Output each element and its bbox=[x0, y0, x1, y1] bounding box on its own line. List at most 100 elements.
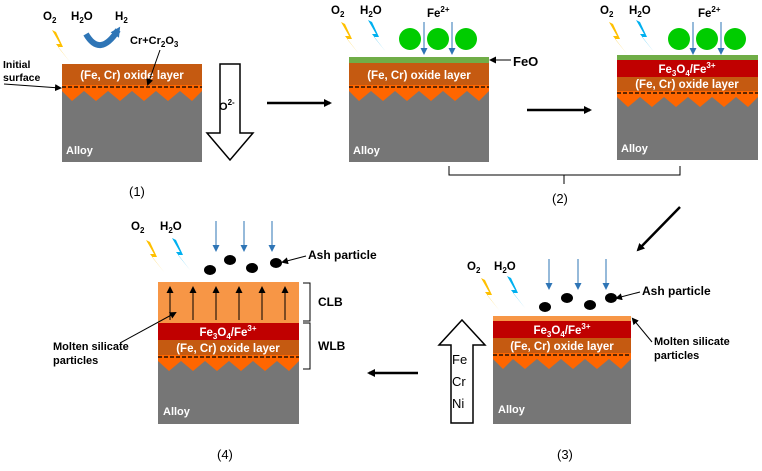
wlb-label: WLB bbox=[318, 339, 346, 353]
alloy-grain-notches bbox=[158, 355, 299, 371]
spinel-layer bbox=[158, 323, 299, 340]
hollow-arrow-icon bbox=[205, 63, 255, 162]
h2o-label: H2O bbox=[71, 11, 93, 25]
alloy-label: Alloy bbox=[498, 404, 526, 416]
ash-particle-icon bbox=[204, 265, 216, 275]
alloy-grain-notches bbox=[617, 91, 758, 107]
ash-particle-icon bbox=[246, 263, 258, 273]
lightning-bolt-icon bbox=[341, 22, 359, 54]
alloy-label: Alloy bbox=[353, 145, 381, 157]
o2-label: O2 bbox=[131, 221, 145, 235]
hollow-arrow-icon bbox=[437, 318, 487, 424]
cr-cr2o3-label: Cr+Cr2O3 bbox=[130, 35, 179, 49]
ash-pointer bbox=[281, 255, 307, 265]
arrow-icon bbox=[636, 206, 681, 252]
molten-silicate-label: Molten silicate particles bbox=[53, 341, 132, 367]
feo-layer bbox=[617, 55, 758, 60]
alloy-label: Alloy bbox=[621, 143, 649, 155]
initial-surface-pointer bbox=[3, 83, 62, 92]
deposit-layer bbox=[158, 282, 299, 323]
stage-2-bracket bbox=[448, 166, 681, 184]
circle-icon bbox=[427, 28, 449, 50]
lightning-bolt-icon bbox=[172, 238, 190, 270]
o2-label: O2 bbox=[43, 11, 57, 25]
deposit-layer bbox=[493, 316, 631, 321]
cr-element-label: Cr bbox=[452, 374, 466, 389]
stage-3-panel: Fe3O4/Fe3+ (Fe, Cr) oxide layer Alloy Mo… bbox=[437, 259, 733, 462]
fe2-label: Fe2+ bbox=[698, 5, 721, 20]
alloy-block bbox=[158, 355, 299, 424]
h2o-label: H2O bbox=[629, 5, 651, 19]
clb-bracket bbox=[303, 282, 311, 322]
lightning-bolt-icon bbox=[368, 20, 386, 52]
caption-3: (3) bbox=[557, 447, 573, 462]
alloy-label: Alloy bbox=[66, 145, 94, 157]
oxide-layer bbox=[493, 338, 631, 353]
alloy-block bbox=[617, 91, 758, 160]
clb-label: CLB bbox=[318, 295, 343, 309]
caption-2: (2) bbox=[552, 191, 568, 206]
feo-layer bbox=[349, 57, 489, 63]
spinel-layer bbox=[493, 321, 631, 338]
molten-pointer bbox=[119, 312, 177, 344]
caption-1: (1) bbox=[129, 184, 145, 199]
o2-label: O2 bbox=[600, 5, 614, 19]
fe2-label: Fe2+ bbox=[427, 5, 450, 20]
oxide-layer-label: (Fe, Cr) oxide layer bbox=[176, 343, 280, 355]
o2-label: O2 bbox=[467, 261, 481, 275]
alloy-block bbox=[493, 353, 631, 424]
spinel-label: Fe3O4/Fe3+ bbox=[533, 322, 590, 339]
oxide-layer bbox=[349, 63, 489, 85]
stage-1-panel: (Fe, Cr) oxide layer Alloy Initial surfa… bbox=[3, 11, 255, 199]
ash-particle-icon bbox=[270, 258, 282, 268]
ash-particle-label: Ash particle bbox=[642, 284, 711, 298]
lightning-bolt-icon bbox=[146, 240, 164, 272]
alloy-block bbox=[349, 85, 489, 162]
h2-label: H2 bbox=[115, 11, 128, 25]
ash-particle-icon bbox=[605, 293, 617, 303]
ash-particle-icon bbox=[224, 255, 236, 265]
molten-silicate-label: Molten silicate particles bbox=[654, 336, 733, 362]
oxide-layer-label: (Fe, Cr) oxide layer bbox=[510, 341, 614, 353]
cr-pointer bbox=[146, 49, 161, 86]
oxide-layer-label: (Fe, Cr) oxide layer bbox=[635, 79, 739, 91]
o2-ion-label: O2- bbox=[219, 98, 235, 113]
caption-4: (4) bbox=[217, 447, 233, 462]
circle-icon bbox=[668, 28, 690, 50]
circle-icon bbox=[455, 28, 477, 50]
wlb-bracket bbox=[303, 322, 311, 370]
alloy-grain-notches bbox=[493, 353, 631, 369]
alloy-label: Alloy bbox=[163, 406, 191, 418]
oxide-layer bbox=[158, 340, 299, 355]
alloy-grain-notches bbox=[349, 85, 489, 101]
ash-pointer bbox=[615, 291, 641, 301]
lightning-bolt-icon bbox=[609, 22, 627, 54]
stage-2a-panel: (Fe, Cr) oxide layer Alloy FeO O2 H2O Fe… bbox=[331, 5, 538, 162]
circle-icon bbox=[399, 28, 421, 50]
circle-icon bbox=[696, 28, 718, 50]
o2-label: O2 bbox=[331, 5, 345, 19]
ash-particle-icon bbox=[539, 302, 551, 312]
h2o-label: H2O bbox=[494, 261, 516, 275]
oxide-layer-label: (Fe, Cr) oxide layer bbox=[80, 70, 184, 82]
ash-particle-icon bbox=[584, 300, 596, 310]
oxide-layer bbox=[62, 64, 202, 85]
feo-label: FeO bbox=[513, 54, 538, 69]
stage-2b-panel: Fe3O4/Fe3+ (Fe, Cr) oxide layer Alloy O2… bbox=[600, 5, 758, 160]
ash-particle-icon bbox=[561, 293, 573, 303]
lightning-bolt-icon bbox=[507, 276, 525, 308]
lightning-bolt-icon bbox=[52, 30, 70, 62]
initial-surface-label: Initial surface bbox=[3, 59, 41, 84]
alloy-block bbox=[62, 85, 202, 162]
fe-element-label: Fe bbox=[452, 352, 467, 367]
molten-pointer bbox=[631, 317, 653, 343]
ash-particle-label: Ash particle bbox=[308, 248, 377, 262]
circle-icon bbox=[724, 28, 746, 50]
stage-4-panel: Fe3O4/Fe3+ (Fe, Cr) oxide layer Alloy CL… bbox=[53, 221, 377, 462]
curved-arrow-icon bbox=[83, 26, 121, 48]
alloy-grain-notches bbox=[62, 85, 202, 101]
spinel-layer bbox=[617, 60, 758, 77]
oxide-layer bbox=[617, 77, 758, 91]
